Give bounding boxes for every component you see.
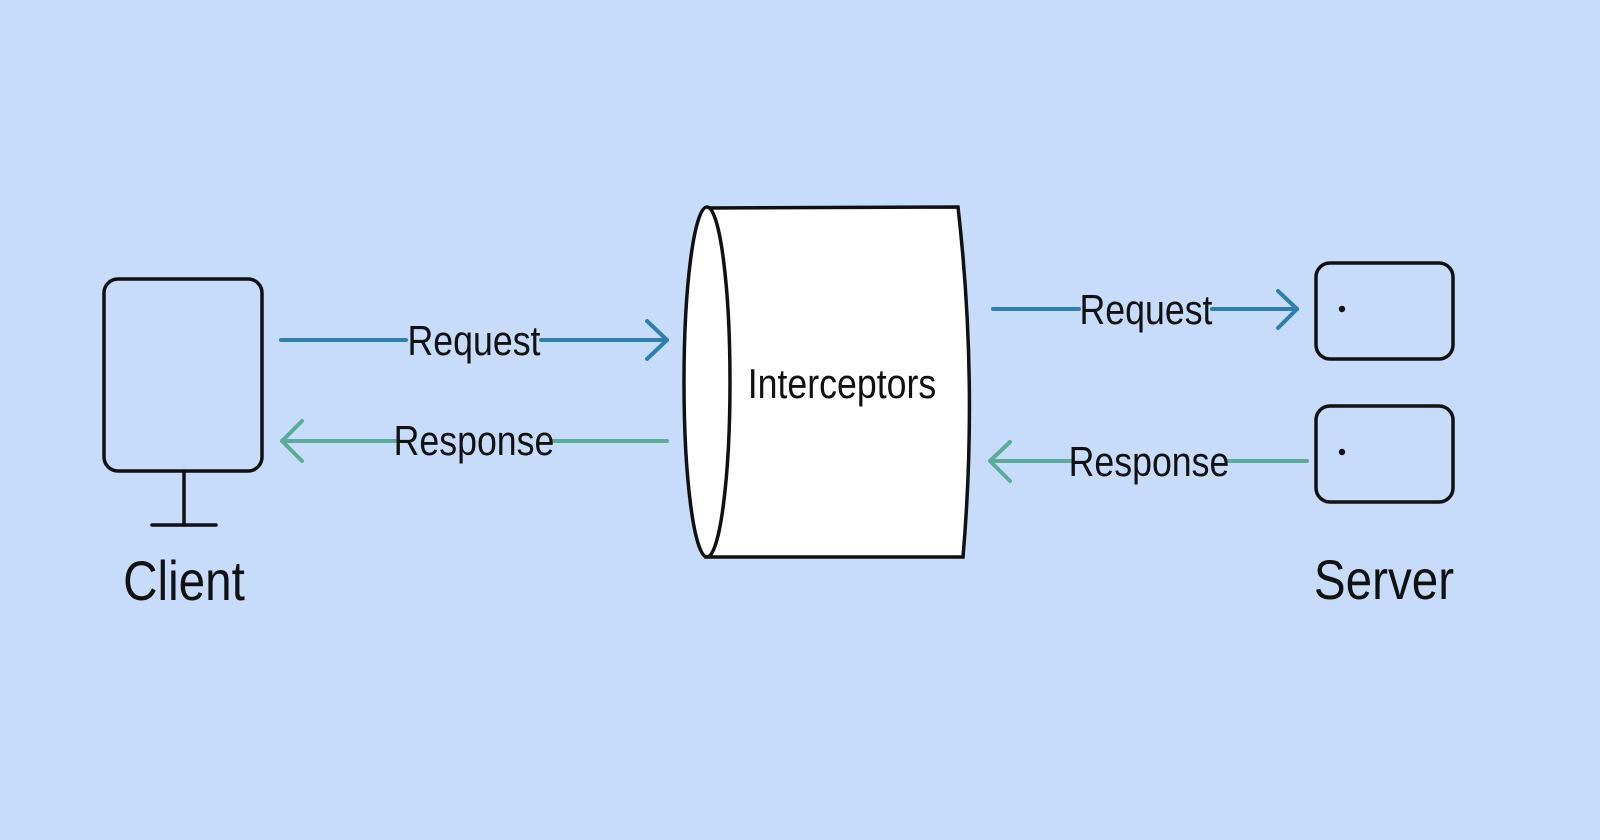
server-response-arrow [988,440,1309,483]
server-request-arrow [991,289,1299,330]
server-request-label: Request [1080,287,1213,333]
client-response-label: Response [394,418,555,464]
interceptors-label: Interceptors [748,361,936,407]
server-label: Server [1314,549,1454,611]
client-request-arrow [279,319,669,361]
client-label: Client [123,550,245,612]
client-request-label: Request [408,318,541,364]
server-response-label: Response [1069,439,1230,485]
interceptors-cylinder-icon [682,205,972,559]
server-rack-icon [1314,261,1455,504]
client-response-arrow [280,419,669,463]
client-monitor-icon [102,277,264,527]
